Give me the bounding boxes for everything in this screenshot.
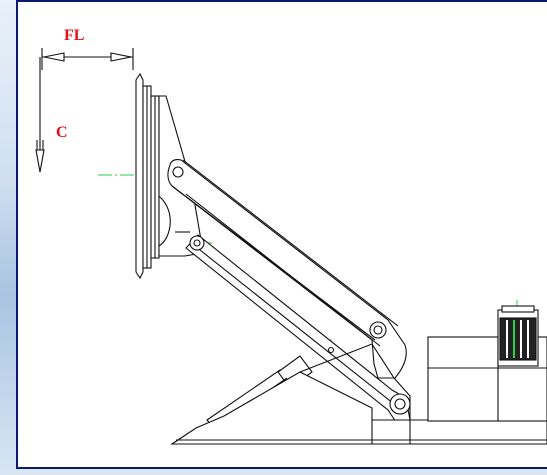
upper-arm [167,159,407,379]
pivot-lower [389,393,411,415]
pivot-upper [369,321,387,339]
dimension-c: C [35,57,68,173]
label-c: C [56,124,68,141]
base-frame [170,343,547,445]
label-fl: FL [64,27,84,44]
dimension-fl: FL [41,27,134,70]
face-plate [135,72,160,280]
motor [497,305,539,367]
